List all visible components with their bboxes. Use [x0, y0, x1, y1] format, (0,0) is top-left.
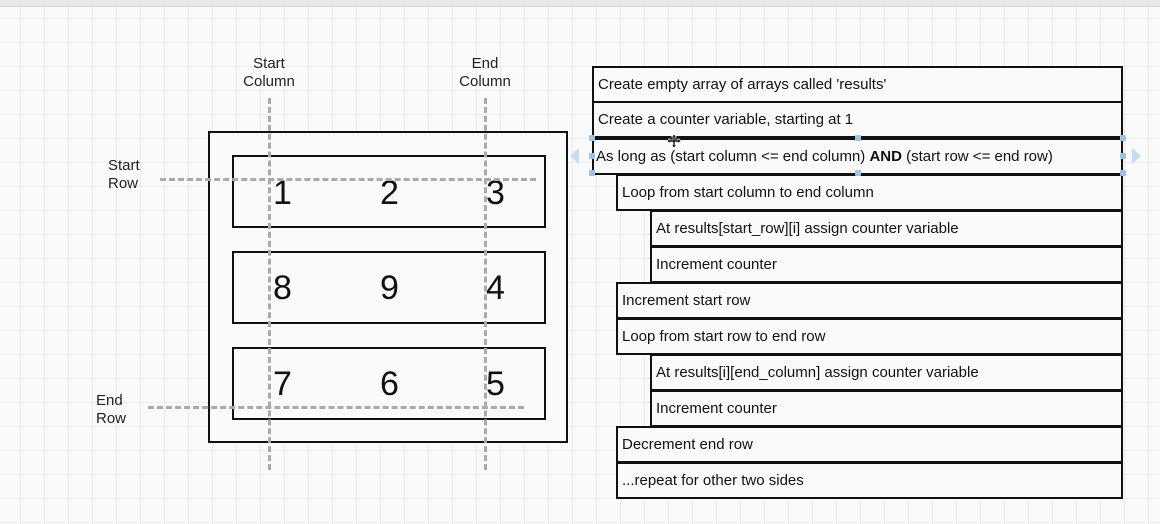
step-increment-counter[interactable]: Increment counter	[650, 390, 1123, 427]
step-text: At results[start_row][i] assign counter …	[656, 220, 959, 237]
selection-left-arrow[interactable]	[570, 148, 579, 164]
selection-handle[interactable]	[1120, 135, 1126, 141]
matrix-cell: 2	[380, 174, 399, 212]
move-cursor-icon	[667, 134, 681, 148]
step-loop-rows[interactable]: Loop from start row to end row	[616, 318, 1123, 355]
step-text: Increment counter	[656, 256, 777, 273]
step-text: Increment counter	[656, 400, 777, 417]
end-column-guide[interactable]	[484, 98, 487, 470]
selection-handle[interactable]	[855, 135, 861, 141]
step-increment-start-row[interactable]: Increment start row	[616, 282, 1123, 319]
step-text: At results[i][end_column] assign counter…	[656, 364, 979, 381]
matrix-row-box[interactable]	[232, 251, 546, 324]
selection-handle[interactable]	[589, 170, 595, 176]
step-text: ...repeat for other two sides	[622, 472, 804, 489]
matrix-cell: 5	[486, 365, 505, 403]
step-text-bold: AND	[869, 148, 902, 165]
matrix-cell: 6	[380, 365, 399, 403]
matrix-row-box[interactable]	[232, 155, 546, 228]
step-repeat-sides[interactable]: ...repeat for other two sides	[616, 462, 1123, 499]
step-loop-columns[interactable]: Loop from start column to end column	[616, 174, 1123, 211]
matrix-cell: 8	[273, 269, 292, 307]
start-column-guide[interactable]	[268, 98, 271, 470]
step-text: Create a counter variable, starting at 1	[598, 111, 854, 128]
step-create-results[interactable]: Create empty array of arrays called 'res…	[592, 66, 1123, 103]
selection-handle[interactable]	[589, 135, 595, 141]
end-row-guide[interactable]	[148, 406, 524, 409]
step-text: Increment start row	[622, 292, 751, 309]
matrix-cell: 1	[273, 174, 292, 212]
step-text: Loop from start row to end row	[622, 328, 826, 345]
matrix-cell: 7	[273, 365, 292, 403]
toolbar-edge	[0, 0, 1160, 7]
step-text-post: (start row <= end row)	[901, 148, 1053, 165]
step-assign-start-row[interactable]: At results[start_row][i] assign counter …	[650, 210, 1123, 247]
matrix-cell: 9	[380, 269, 399, 307]
selection-handle[interactable]	[589, 153, 595, 159]
selection-handle[interactable]	[855, 170, 861, 176]
step-decrement-end-row[interactable]: Decrement end row	[616, 426, 1123, 463]
matrix-cell: 3	[486, 174, 505, 212]
step-text: Loop from start column to end column	[622, 184, 874, 201]
selection-handle[interactable]	[1120, 153, 1126, 159]
selection-handle[interactable]	[1120, 170, 1126, 176]
step-assign-end-column[interactable]: At results[i][end_column] assign counter…	[650, 354, 1123, 391]
step-increment-counter[interactable]: Increment counter	[650, 246, 1123, 283]
step-text: Decrement end row	[622, 436, 753, 453]
step-text-pre: As long as (start column <= end column)	[596, 148, 870, 165]
matrix-cell: 4	[486, 269, 505, 307]
selection-right-arrow[interactable]	[1132, 148, 1141, 164]
step-text: Create empty array of arrays called 'res…	[598, 76, 887, 93]
start-row-guide[interactable]	[160, 178, 536, 181]
step-create-counter[interactable]: Create a counter variable, starting at 1	[592, 101, 1123, 138]
